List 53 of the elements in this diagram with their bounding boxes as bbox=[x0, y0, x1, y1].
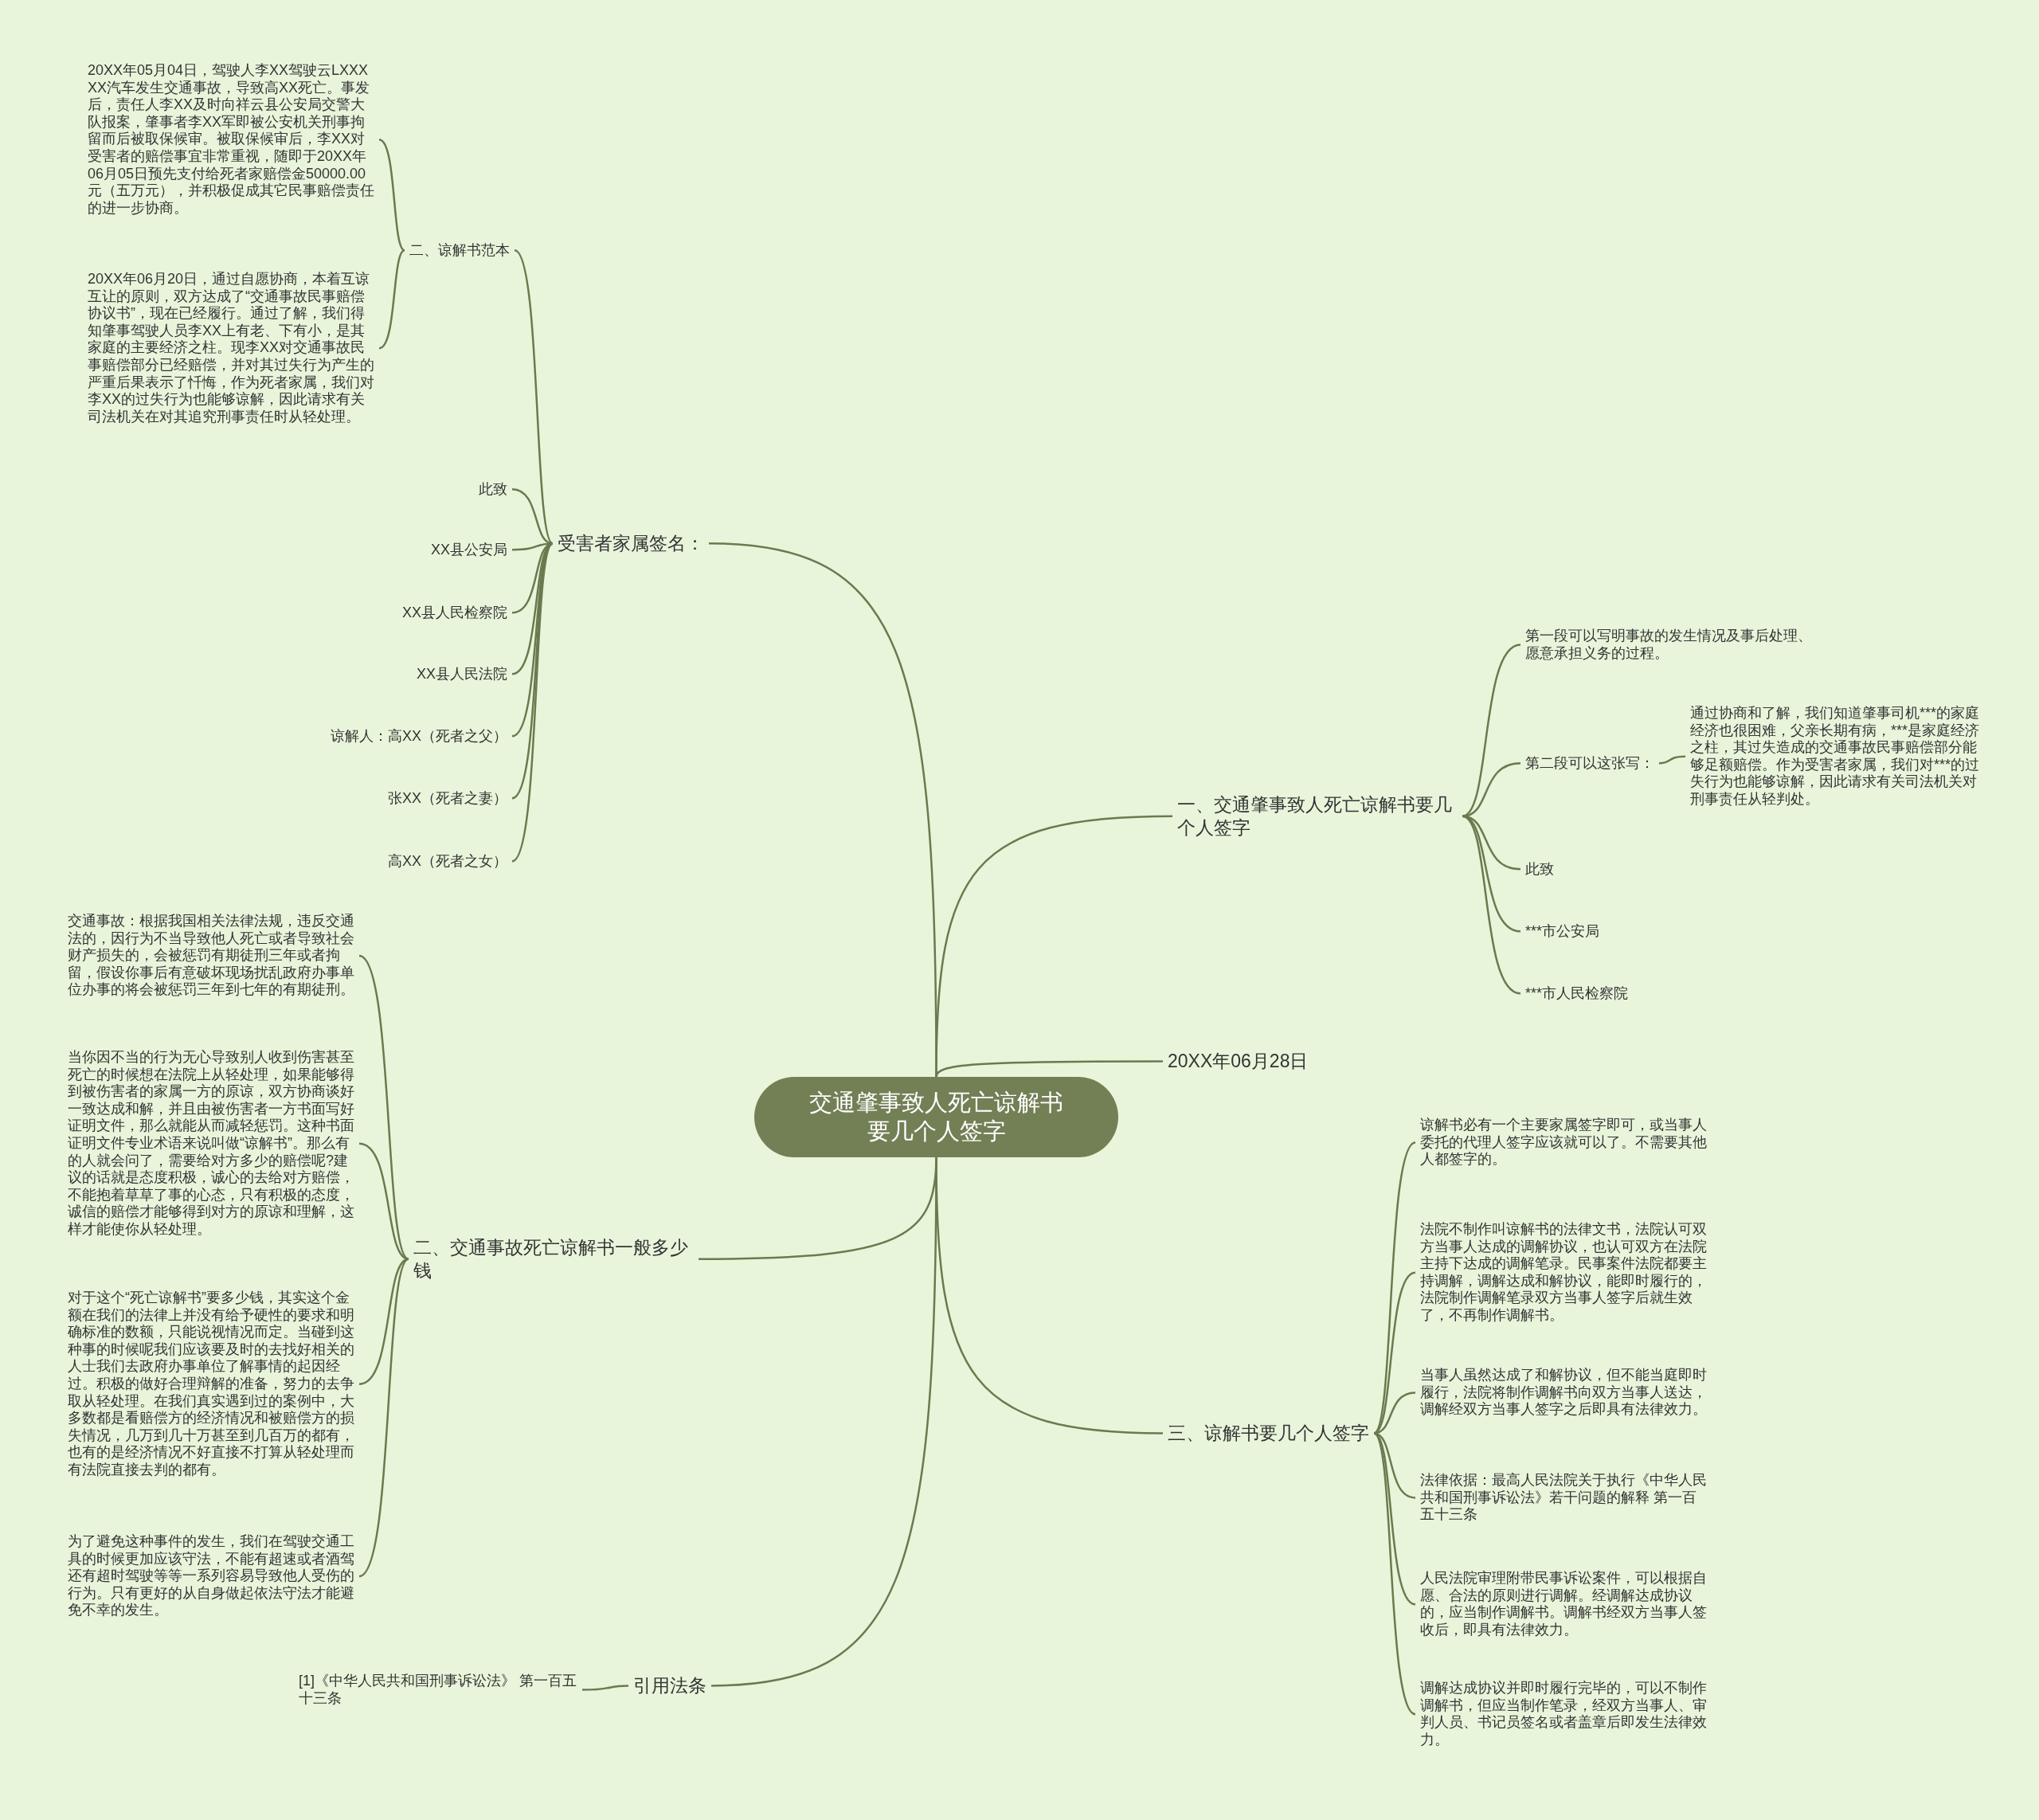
topic-label: 张XX（死者之妻） bbox=[388, 789, 507, 808]
connector-line bbox=[1462, 815, 1521, 995]
branch-label: 三、谅解书要几个人签字 bbox=[1168, 1422, 1369, 1445]
note-text: 通过协商和了解，我们知道肇事司机***的家庭经济也很困难，父亲长期有病，***是家庭经济之柱，其过失造成的交通事故民事赔偿部分能够足额赔偿。作为受害者家属，我们对***的过失行为也能够谅解，因此请求有关司法机关对刑事责任从轻判处。 bbox=[1690, 705, 1985, 808]
topic-label: 此致 bbox=[1525, 860, 1554, 879]
note-text: 交通事故：根据我国相关法律法规，违反交通法的，因行为不当导致他人死亡或者导致社会财产损失的，会被惩罚有期徒刑三年或者拘留，假设你事后有意破坏现场扰乱政府办事单位办事的将会被惩罚三年到七年的有期徒刑。 bbox=[68, 913, 354, 999]
connector-line bbox=[582, 1685, 628, 1691]
note-text: 为了避免这种事件的发生，我们在驾驶交通工具的时候更加应该守法，不能有超速或者酒驾还有超时驾驶等等一系列容易导致他人受伤的行为。只有更好的从自身做起依法守法才能避免不幸的发生。 bbox=[68, 1533, 354, 1619]
note-text: 当你因不当的行为无心导致别人收到伤害甚至死亡的时候想在法院上从轻处理，如果能够得到被伤害者的家属一方的原谅，双方协商谈好一致达成和解，并且由被伤害者一方书面写好证明文件，那么就能从而减轻惩罚。这种书面证明文件专业术语来说叫做“谅解书”。那么有的人就会问了，需要给对方多少的赔偿呢?建议的话就是态度积极，诚心的去给对方赔偿，不能抱着草草了事的心态，只有积极的态度，诚信的赔偿才能够得到对方的原谅和理解，这样才能使你从轻处理。 bbox=[68, 1049, 354, 1239]
connector-line bbox=[935, 815, 1173, 1078]
topic-label: XX县人民法院 bbox=[417, 665, 507, 683]
topic-label: ***市人民检察院 bbox=[1525, 984, 1628, 1003]
topic-label: 高XX（死者之女） bbox=[388, 852, 507, 871]
connector-line bbox=[1373, 1432, 1416, 1716]
branch-label: 引用法条 bbox=[633, 1674, 706, 1697]
connector-line bbox=[378, 249, 405, 350]
connector-line bbox=[514, 249, 554, 545]
note-text: [1]《中华人民共和国刑事诉讼法》 第一百五十三条 bbox=[299, 1673, 577, 1708]
topic-label: XX县人民检察院 bbox=[402, 604, 507, 622]
connector-line bbox=[935, 1060, 1163, 1078]
note-text: 20XX年06月20日，通过自愿协商，本着互谅互让的原则，双方达成了“交通事故民事赔偿协议书”，现在已经履行。通过了解，我们得知肇事驾驶人员李XX上有老、下有小，是其家庭的主要经济之柱。现李XX对交通事故民事赔偿部分已经赔偿，并对其过失行为产生的严重后果表示了忏悔，作为死者家属，我们对李XX的过失行为也能够谅解，因此请求有关司法机关在对其追究刑事责任时从轻处理。 bbox=[88, 271, 374, 426]
note-text: 法院不制作叫谅解书的法律文书，法院认可双方当事人达成的调解协议，也认可双方在法院主持下达成的调解笔录。民事案件法院都要主持调解，调解达成和解协议，能即时履行的，法院制作调解笔录双方当事人签字后就生效了，不再制作调解书。 bbox=[1420, 1221, 1707, 1325]
connector-line bbox=[1373, 1432, 1416, 1606]
connector-line bbox=[378, 139, 405, 252]
branch-label: 二、交通事故死亡谅解书一般多少钱 bbox=[413, 1236, 694, 1282]
connector-line bbox=[511, 542, 554, 738]
connector-line bbox=[358, 1258, 409, 1577]
connector-line bbox=[1462, 762, 1521, 817]
branch-label: 一、交通肇事致人死亡谅解书要几个人签字 bbox=[1177, 793, 1458, 840]
topic-label: 二、谅解书范本 bbox=[409, 241, 510, 260]
note-text: 当事人虽然达成了和解协议，但不能当庭即时履行，法院将制作调解书向双方当事人送达，调解经双方当事人签字之后即具有法律效力。 bbox=[1420, 1367, 1707, 1419]
connector-line bbox=[710, 1157, 937, 1687]
topic-label: 此致 bbox=[479, 480, 507, 499]
note-text: 法律依据：最高人民法院关于执行《中华人民共和国刑事诉讼法》若干问题的解释 第一百五十三条 bbox=[1420, 1472, 1707, 1524]
note-text: 谅解书必有一个主要家属签字即可，或当事人委托的代理人签字应该就可以了。不需要其他人都签字的。 bbox=[1420, 1117, 1707, 1168]
connector-line bbox=[1658, 755, 1686, 765]
note-text: 20XX年05月04日，驾驶人李XX驾驶云LXXXXX汽车发生交通事故，导致高XX死亡。事发后，责任人李XX及时向祥云县公安局交警大队报案，肇事者李XX军即被公安机关刑事拘留而后被取保候审。被取保候审后，李XX对受害者的赔偿事宜非常重视，随即于20XX年06月05日预先支付给死者家赔偿金50000.00元（五万元），并积极促成其它民事赔偿责任的进一步协商。 bbox=[88, 62, 374, 217]
connector-line bbox=[511, 542, 554, 863]
branch-label: 20XX年06月28日 bbox=[1168, 1050, 1309, 1073]
connector-line bbox=[1373, 1271, 1416, 1434]
topic-label: 第二段可以这张写： bbox=[1525, 754, 1654, 773]
note-text: 调解达成协议并即时履行完毕的，可以不制作调解书，但应当制作笔录，经双方当事人、审判人员、书记员签名或者盖章后即发生法律效力。 bbox=[1420, 1680, 1707, 1749]
note-text: 对于这个“死亡谅解书”要多少钱，其实这个金额在我们的法律上并没有给予硬性的要求和明确标准的数额，只能说视情况而定。当碰到这种事的时候呢我们应该要及时的去找好相关的人士我们去政府办事单位了解事情的起因经过。积极的做好合理辩解的准备，努力的去争取从轻处理。在我们真实遇到过的案例中，大多数都是看赔偿方的经济情况和被赔偿方的损失情况，几万到几十万甚至到几百万的都有，也有的是经济情况不好直接不打算从轻处理而有法院直接去判的都有。 bbox=[68, 1290, 354, 1479]
note-text: 人民法院审理附带民事诉讼案件，可以根据自愿、合法的原则进行调解。经调解达成协议的，应当制作调解书。调解书经双方当事人签收后，即具有法律效力。 bbox=[1420, 1570, 1707, 1639]
topic-label: 谅解人：高XX（死者之父） bbox=[331, 727, 507, 746]
topic-label: ***市公安局 bbox=[1525, 922, 1599, 941]
connector-line bbox=[1373, 1141, 1416, 1434]
topic-label: XX县公安局 bbox=[431, 541, 507, 559]
central-topic: 交通肇事致人死亡谅解书要几个人签字 bbox=[754, 1077, 1118, 1157]
connector-line bbox=[358, 1142, 409, 1260]
branch-label: 受害者家属签名： bbox=[558, 532, 704, 555]
connector-line bbox=[358, 955, 409, 1260]
note-text: 第一段可以写明事故的发生情况及事后处理、愿意承担义务的过程。 bbox=[1525, 628, 1820, 663]
